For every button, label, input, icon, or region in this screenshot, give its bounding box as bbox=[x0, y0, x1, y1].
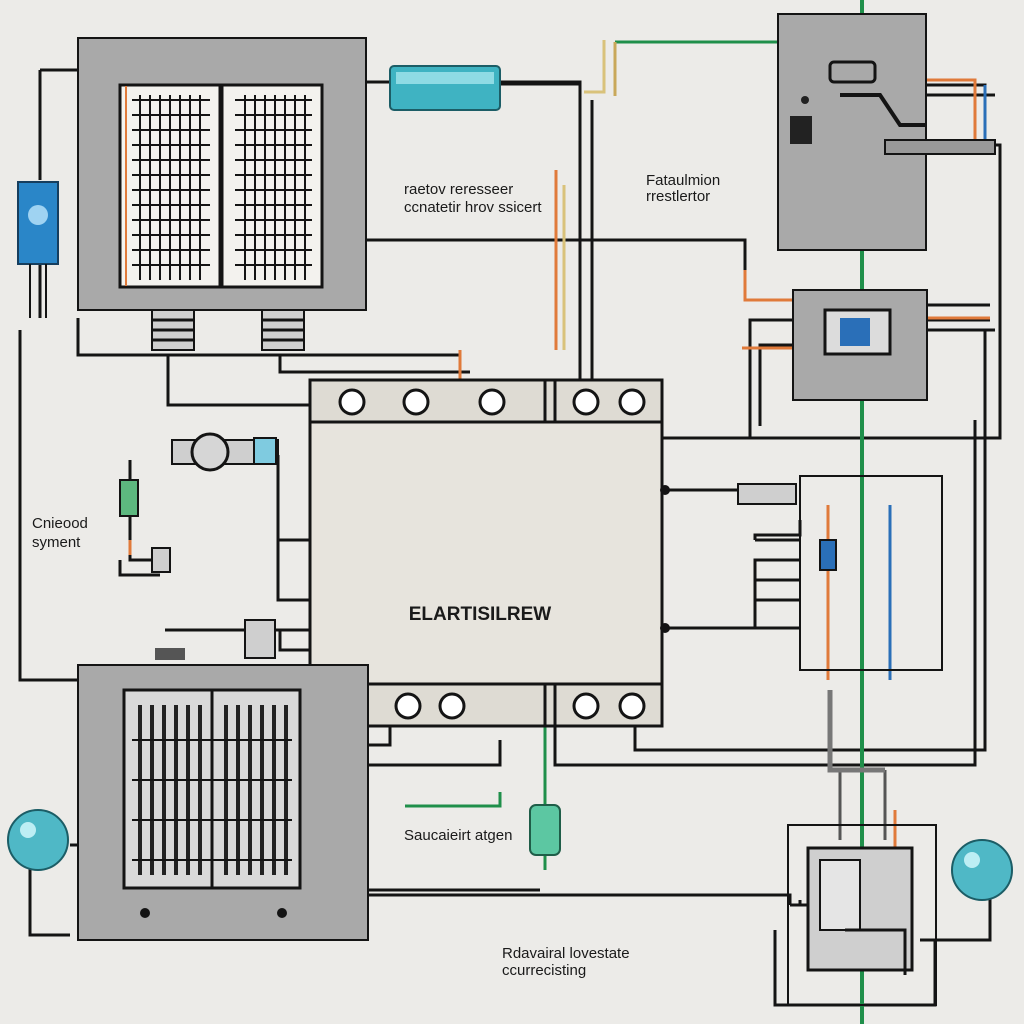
cartridge-fuse-icon bbox=[389, 65, 501, 111]
label-left-1: Cnieood bbox=[32, 515, 88, 532]
glass-bulb-icon bbox=[951, 839, 1013, 901]
label-bottom-middle: Saucaieirt atgen bbox=[404, 827, 512, 844]
left-blue-switch bbox=[17, 181, 59, 318]
label-top-middle-2: ccnatetir hrov ssicert bbox=[404, 199, 542, 216]
radiator-grille-icon bbox=[132, 95, 312, 280]
green-vial bbox=[529, 804, 561, 856]
module-label: ELARTISILREW bbox=[409, 604, 552, 625]
bottom-right-device bbox=[787, 824, 937, 1006]
top-left-grille-panel bbox=[77, 37, 367, 351]
left-connector bbox=[119, 432, 279, 573]
annotation-labels: raetov reresseer ccnatetir hrov ssicert … bbox=[32, 172, 720, 979]
top-right-relay-panel bbox=[777, 13, 996, 251]
right-mid-box bbox=[737, 475, 943, 671]
glass-bulb-icon bbox=[7, 809, 69, 871]
label-left-2: syment bbox=[32, 534, 81, 551]
top-terminal-row bbox=[338, 388, 646, 416]
heatsink-fins-icon bbox=[138, 705, 288, 875]
label-top-right-2: rrestlertor bbox=[646, 188, 710, 205]
mid-right-switch-panel bbox=[792, 289, 928, 401]
label-top-middle-1: raetov reresseer bbox=[404, 181, 513, 198]
label-top-right-1: Fataulmion bbox=[646, 172, 720, 189]
label-bottom-right-1: Rdavairal lovestate bbox=[502, 945, 630, 962]
screw-terminal-icon bbox=[155, 619, 276, 660]
screw-terminal-icon bbox=[151, 309, 305, 351]
label-bottom-right-2: ccurrecisting bbox=[502, 962, 586, 979]
bottom-left-heatsink-panel bbox=[77, 664, 369, 941]
